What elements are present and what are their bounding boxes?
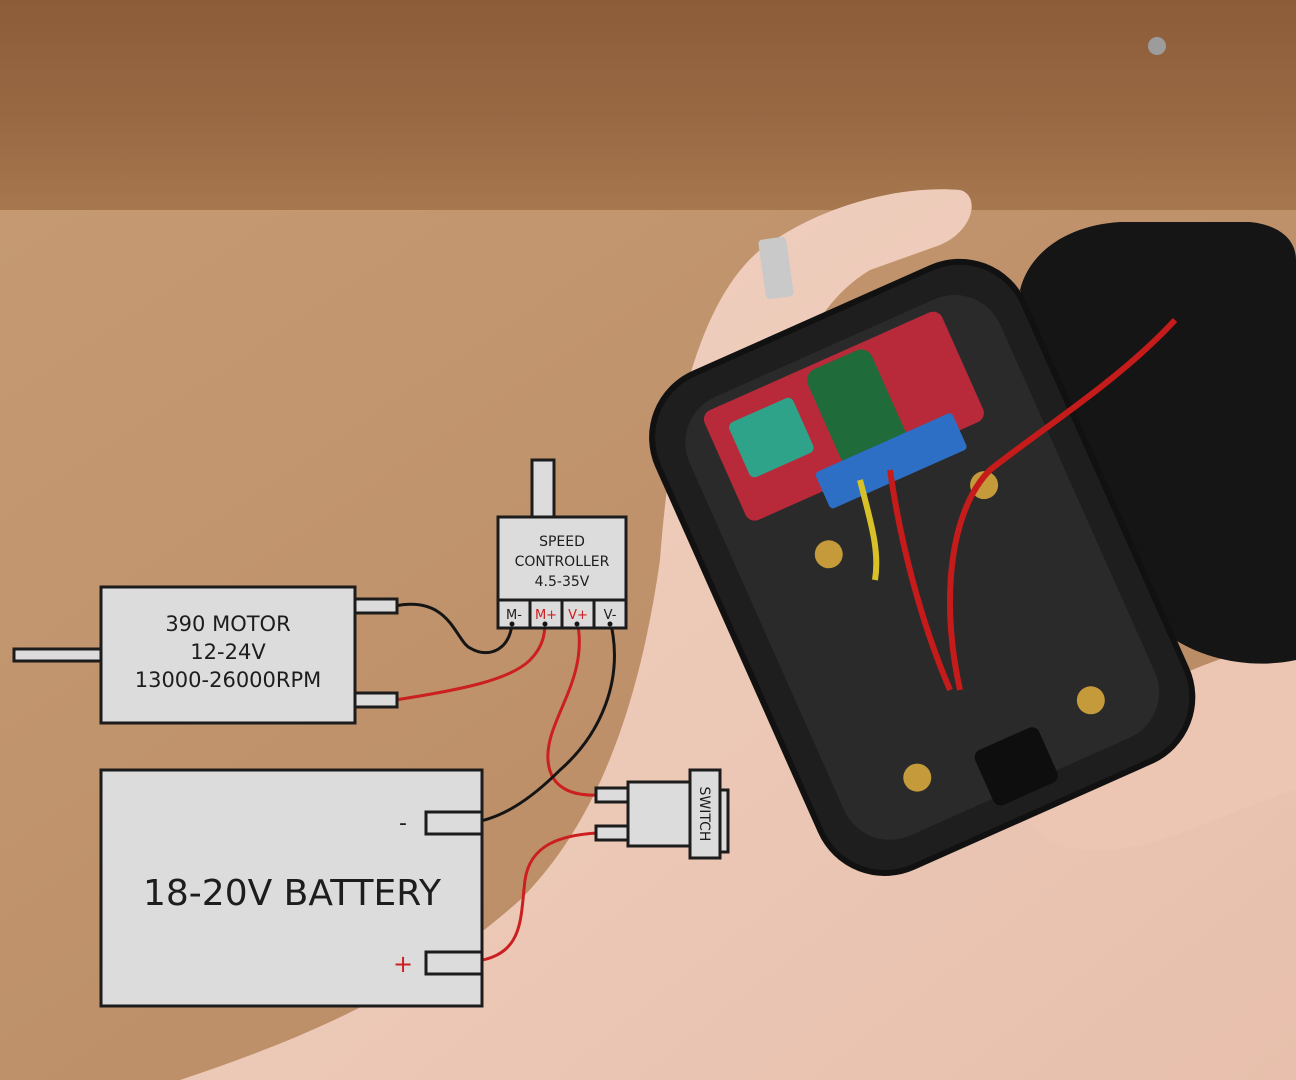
terminal-v-plus-dot [574,621,580,627]
terminal-m-plus-label: M+ [535,608,557,623]
switch-pin-bottom [594,824,632,842]
wire-switch-to-battery-pos [466,831,600,964]
battery-body [99,768,484,1008]
controller-body [496,515,628,602]
speed-controller: SPEED CONTROLLER 4.5-35V M- M+ V+ V- [496,458,628,630]
table-screw [1148,37,1166,55]
red-wire-photo-2 [887,469,953,692]
wire-motor-top-to-m-minus [393,602,514,655]
motor: 390 MOTOR 12-24V 13000-26000RPM [12,585,399,725]
motor-label-line2: 12-24V [190,640,266,664]
wire-v-plus-to-switch [546,618,600,797]
motor-label-line3: 13000-26000RPM [135,668,322,692]
tool-battery-housing [1020,222,1296,664]
battery-terminal-pos [424,950,484,976]
terminal-v-minus-label: V- [604,608,617,623]
terminal-m-minus-dot [509,621,515,627]
battery-neg-sign: - [399,811,407,836]
controller-label-line2: CONTROLLER [515,554,610,570]
controller-label-line1: SPEED [539,534,585,550]
diagram-overlay: SPEED CONTROLLER 4.5-35V M- M+ V+ V- [12,458,730,1008]
wires [393,602,616,964]
terminal-m-plus: M+ [528,598,564,630]
controller-label-line3: 4.5-35V [535,574,590,590]
red-wire-photo [947,317,1178,691]
wire-v-minus-to-battery-neg [466,618,616,825]
switch-body [626,780,694,848]
battery: - + 18-20V BATTERY [99,768,484,1008]
terminal-v-minus-dot [607,621,613,627]
switch-pin-top [594,786,632,804]
table-back-surface [0,0,1296,215]
switch-label: SWITCH [696,787,712,842]
motor-terminal-bottom [353,691,399,709]
potentiometer-knob [758,236,794,300]
terminal-m-plus-dot [542,621,548,627]
motor-label-line1: 390 MOTOR [165,612,290,636]
battery-terminal-neg [424,810,484,836]
motor-terminal-top [353,597,399,615]
yellow-wire-photo [857,479,880,581]
switch-rocker [718,788,730,854]
wire-motor-bottom-to-m-plus [393,618,547,702]
motor-shaft [12,647,106,663]
motor-body [99,585,357,725]
terminal-v-plus-label: V+ [568,608,588,623]
terminal-m-minus-label: M- [506,608,522,623]
switch: SWITCH [594,768,730,860]
battery-pos-sign: + [393,950,413,978]
controller-shaft [530,458,556,520]
battery-label: 18-20V BATTERY [143,873,442,914]
